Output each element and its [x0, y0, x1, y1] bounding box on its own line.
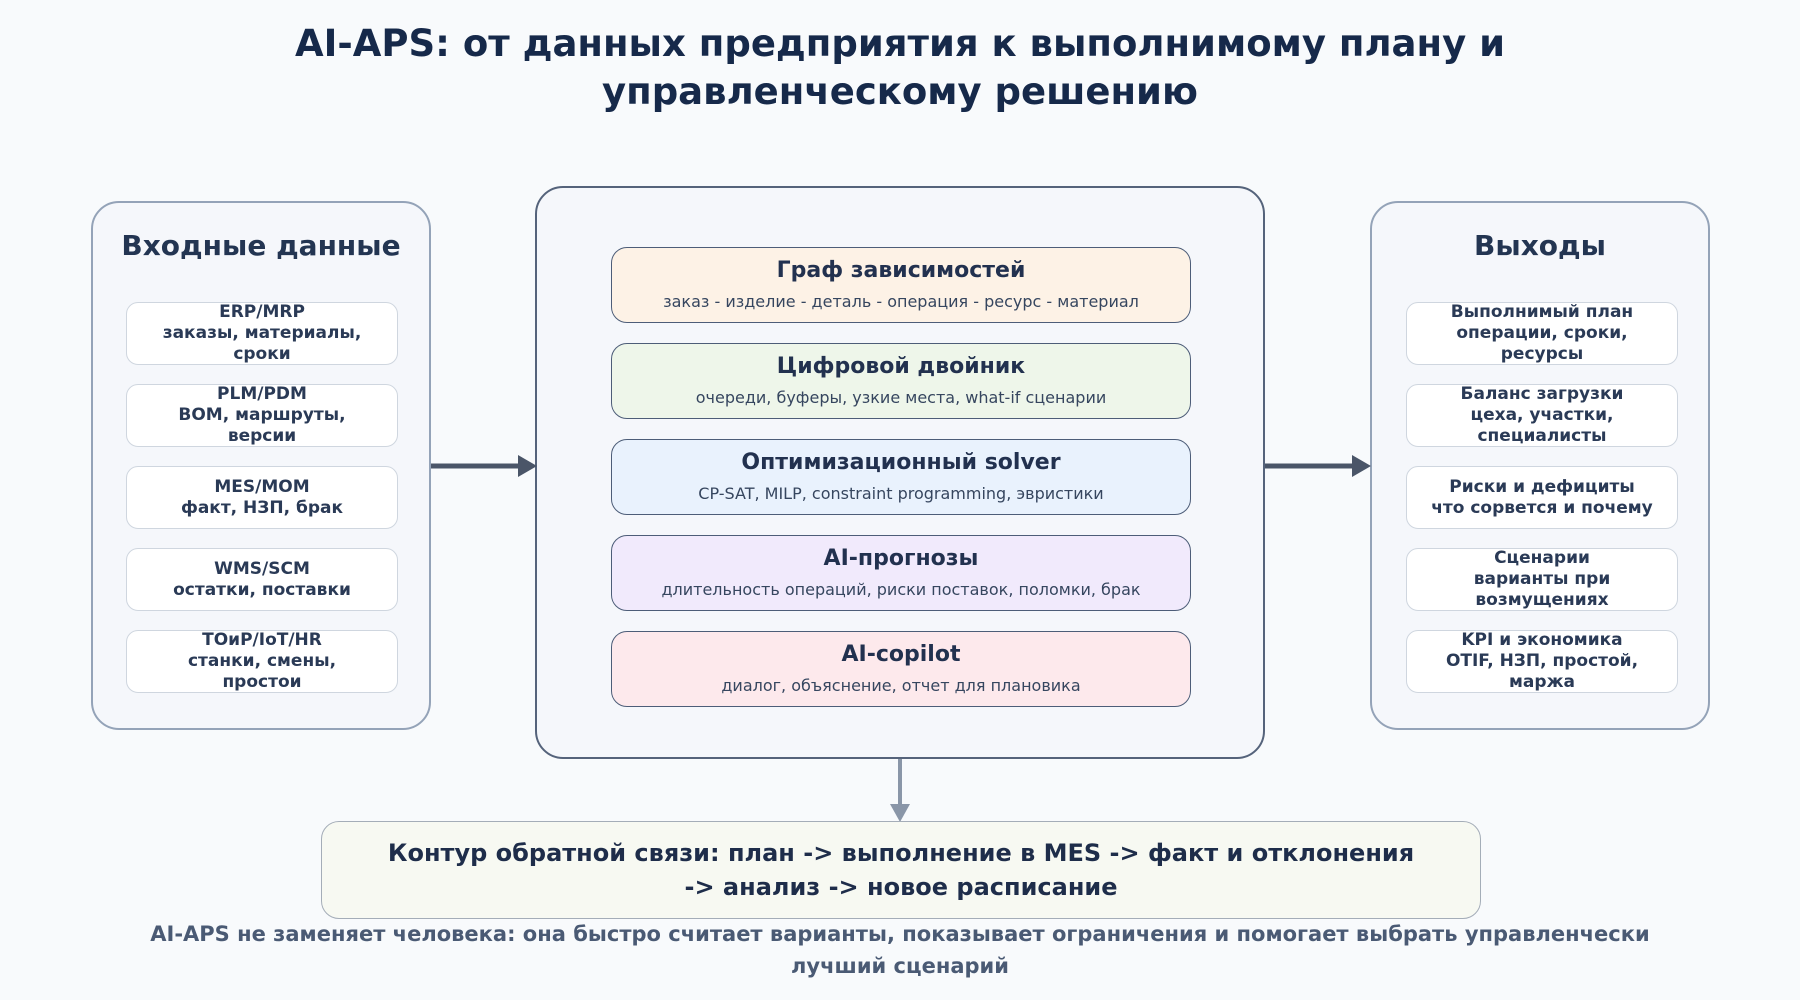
arrow-core-to-feedback	[890, 759, 910, 822]
output-item-line2: что сорвется и почему	[1431, 497, 1653, 518]
input-item-toir: ТОиР/IoT/HR станки, смены, простои	[126, 630, 398, 693]
outputs-panel: Выходы Выполнимый план операции, сроки, …	[1370, 201, 1710, 730]
output-item-load-balance: Баланс загрузки цеха, участки, специалис…	[1406, 384, 1678, 447]
module-ai-forecasts: AI-прогнозы длительность операций, риски…	[611, 535, 1191, 611]
input-item-erp: ERP/MRP заказы, материалы, сроки	[126, 302, 398, 365]
input-item-wms: WMS/SCM остатки, поставки	[126, 548, 398, 611]
input-item-line2: заказы, материалы,	[162, 323, 362, 343]
module-subtitle: CP-SAT, MILP, constraint programming, эв…	[698, 484, 1104, 503]
output-item-line2: цеха, участки,	[1470, 405, 1614, 425]
module-subtitle: заказ - изделие - деталь - операция - ре…	[663, 292, 1139, 311]
module-ai-copilot: AI-copilot диалог, объяснение, отчет для…	[611, 631, 1191, 707]
output-item-line3: специалисты	[1477, 426, 1607, 446]
page-title: AI-APS: от данных предприятия к выполним…	[295, 22, 1505, 113]
input-item-line2: остатки, поставки	[173, 579, 351, 600]
input-item-line1: WMS/SCM	[214, 558, 310, 579]
module-subtitle: длительность операций, риски поставок, п…	[661, 580, 1141, 599]
input-item-line1: MES/MOM	[214, 476, 310, 497]
module-title: AI-прогнозы	[823, 546, 979, 571]
footer-line1: AI-APS не заменяет человека: она быстро …	[150, 922, 1650, 946]
module-title: Цифровой двойник	[776, 354, 1026, 379]
output-item-line1: Баланс загрузки	[1460, 384, 1624, 404]
output-item-line1: KPI и экономика	[1461, 630, 1623, 650]
output-item-line3: ресурсы	[1500, 344, 1584, 364]
input-item-line3: версии	[227, 426, 297, 446]
module-subtitle: очереди, буферы, узкие места, what-if сц…	[695, 388, 1107, 407]
arrow-core-to-outputs	[1265, 455, 1371, 477]
module-dependency-graph: Граф зависимостей заказ - изделие - дета…	[611, 247, 1191, 323]
outputs-panel-title: Выходы	[1474, 229, 1606, 262]
output-item-line3: маржа	[1509, 672, 1575, 692]
inputs-panel-title: Входные данные	[121, 229, 401, 262]
output-item-scenarios: Сценарии варианты при возмущениях	[1406, 548, 1678, 611]
module-title: AI-copilot	[841, 642, 961, 667]
feedback-loop-box: Контур обратной связи: план -> выполнени…	[321, 821, 1481, 919]
module-solver: Оптимизационный solver CP-SAT, MILP, con…	[611, 439, 1191, 515]
arrow-inputs-to-core	[431, 455, 537, 477]
output-item-line1: Риски и дефициты	[1449, 476, 1635, 497]
output-item-line3: возмущениях	[1475, 590, 1609, 610]
feedback-line1: Контур обратной связи: план -> выполнени…	[387, 839, 1415, 867]
input-item-line1: PLM/PDM	[217, 384, 307, 404]
input-item-mes: MES/MOM факт, НЗП, брак	[126, 466, 398, 529]
module-title: Оптимизационный solver	[741, 450, 1061, 475]
module-digital-twin: Цифровой двойник очереди, буферы, узкие …	[611, 343, 1191, 419]
output-item-plan: Выполнимый план операции, сроки, ресурсы	[1406, 302, 1678, 365]
output-item-line2: операции, сроки,	[1456, 323, 1628, 343]
footer-line2: лучший сценарий	[791, 954, 1009, 978]
input-item-line3: сроки	[233, 344, 291, 364]
input-item-plm: PLM/PDM BOM, маршруты, версии	[126, 384, 398, 447]
output-item-risks: Риски и дефициты что сорвется и почему	[1406, 466, 1678, 529]
footer-note: AI-APS не заменяет человека: она быстро …	[100, 918, 1700, 982]
inputs-panel: Входные данные ERP/MRP заказы, материалы…	[91, 201, 431, 730]
input-item-line1: ERP/MRP	[219, 302, 305, 322]
output-item-line1: Выполнимый план	[1450, 302, 1634, 322]
output-item-line2: OTIF, НЗП, простой,	[1445, 651, 1639, 671]
output-item-line2: варианты при	[1473, 569, 1611, 589]
input-item-line2: BOM, маршруты,	[178, 405, 346, 425]
core-panel: Граф зависимостей заказ - изделие - дета…	[535, 186, 1265, 759]
feedback-line2: -> анализ -> новое расписание	[684, 873, 1118, 901]
input-item-line2: факт, НЗП, брак	[180, 497, 344, 518]
output-item-line1: Сценарии	[1494, 548, 1590, 568]
input-item-line1: ТОиР/IoT/HR	[202, 630, 322, 650]
input-item-line3: простои	[222, 672, 302, 692]
output-item-kpi: KPI и экономика OTIF, НЗП, простой, марж…	[1406, 630, 1678, 693]
module-title: Граф зависимостей	[776, 258, 1026, 283]
input-item-line2: станки, смены,	[187, 651, 337, 671]
module-subtitle: диалог, объяснение, отчет для плановика	[721, 676, 1081, 695]
